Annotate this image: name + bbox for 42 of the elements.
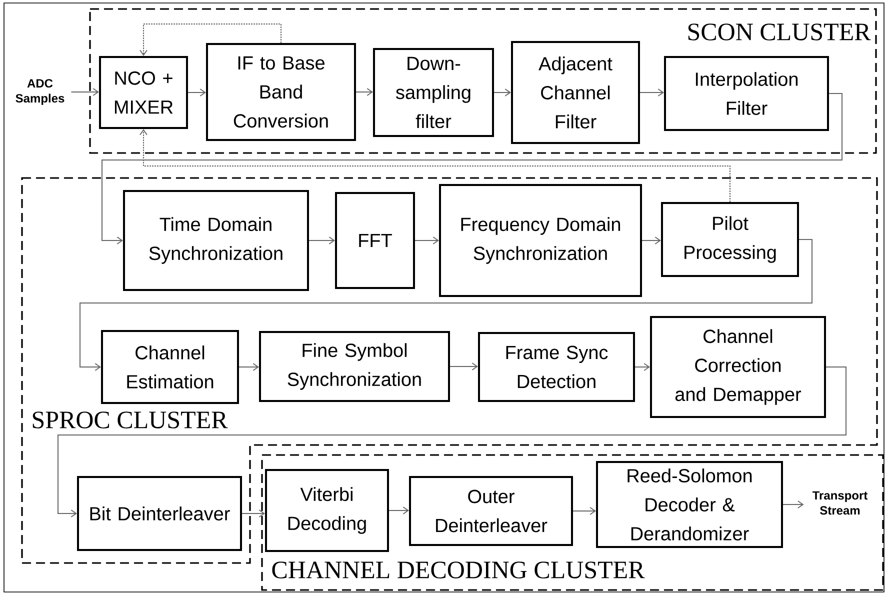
process-box: Bit Deinterleaver	[77, 476, 242, 551]
process-box: Interpolation Filter	[664, 56, 829, 131]
process-box: Frame Sync Detection	[478, 332, 635, 402]
arrow	[494, 88, 511, 96]
arrow	[238, 363, 259, 371]
process-box: Outer Deinterleaver	[409, 476, 573, 546]
arrow	[140, 24, 282, 56]
arrow	[782, 500, 804, 508]
process-box: Reed-Solomon Decoder & Derandomizer	[596, 461, 783, 548]
process-box: Frequency Domain Synchronization	[439, 184, 642, 297]
arrow	[102, 93, 842, 244]
arrow	[634, 363, 650, 371]
arrow	[450, 362, 478, 370]
arrow	[188, 88, 206, 96]
arrow	[140, 129, 730, 202]
arrow	[242, 510, 265, 518]
arrow	[80, 239, 812, 371]
process-box: Channel Correction and Demapper	[650, 316, 826, 418]
arrow	[640, 88, 664, 96]
process-box: Fine Symbol Synchronization	[259, 331, 450, 402]
input-label: ADC Samples	[16, 79, 64, 105]
output-label: Transport Stream	[812, 491, 868, 515]
process-box: NCO + MIXER	[99, 56, 188, 129]
arrow	[388, 506, 409, 514]
process-box: IF to Base Band Conversion	[206, 43, 356, 141]
process-box: Time Domain Synchronization	[123, 190, 309, 291]
cluster-label: CHANNEL DECODING CLUSTER	[272, 562, 645, 578]
arrow	[572, 507, 596, 515]
process-box: Viterbi Decoding	[265, 469, 389, 552]
arrow	[58, 366, 846, 518]
arrow	[308, 236, 335, 244]
arrow	[642, 236, 661, 244]
arrow	[70, 88, 99, 96]
arrow	[414, 236, 439, 244]
process-box: Channel Estimation	[101, 330, 239, 404]
cluster-label: SCON CLUSTER	[688, 24, 871, 40]
process-box: Adjacent Channel Filter	[511, 41, 640, 144]
cluster-label: SPROC CLUSTER	[32, 412, 228, 428]
process-box: Down- sampling filter	[373, 48, 494, 137]
process-box: FFT	[335, 192, 415, 289]
arrow	[356, 88, 373, 96]
process-box: Pilot Processing	[661, 202, 799, 277]
